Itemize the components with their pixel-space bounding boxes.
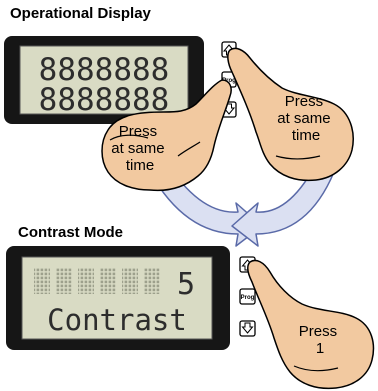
bottom-lcd-panel: 5 Contrast (6, 246, 230, 350)
bottom-down-button[interactable] (239, 320, 256, 337)
lcd-segment-block (122, 268, 138, 294)
lcd-segment-block (34, 268, 50, 294)
bottom-hand-label-1: Press (299, 323, 337, 340)
bottom-hand: Press 1 (247, 259, 375, 390)
contrast-word: Contrast (47, 303, 187, 337)
top-right-hand-label-3: time (292, 127, 320, 144)
top-right-hand-label-1: Press (285, 93, 323, 110)
top-left-hand-label-3: time (126, 157, 154, 174)
top-left-hand-label-2: at same (111, 140, 164, 157)
top-lcd-panel: 8888888 8888888 (4, 36, 204, 124)
operational-display-title: Operational Display (10, 5, 151, 22)
down-arrow-icon (241, 322, 254, 334)
contrast-mode-title: Contrast Mode (18, 224, 123, 241)
top-lcd-line-1: 8888888 (39, 52, 170, 88)
lcd-segment-block (100, 268, 116, 294)
svg-text:Press at same time: Press at same time (277, 93, 335, 144)
top-right-hand: Press at same time (227, 47, 354, 182)
svg-text:Press at same time: Press at same time (111, 123, 169, 174)
lcd-segment-block (56, 268, 72, 294)
contrast-value-digit: 5 (177, 267, 195, 302)
lcd-segment-block (144, 268, 160, 294)
top-left-hand: Press at same time (101, 79, 232, 192)
top-prog-label: Prog (222, 78, 236, 84)
bottom-hand-label-2: 1 (316, 340, 324, 357)
top-right-hand-label-2: at same (277, 110, 330, 127)
bottom-prog-label: Prog (241, 295, 255, 301)
top-left-hand-label-1: Press (119, 123, 157, 140)
bottom-prog-button[interactable]: Prog (239, 288, 256, 305)
lcd-segment-block (78, 268, 94, 294)
svg-text:Press 1: Press 1 (299, 323, 342, 357)
